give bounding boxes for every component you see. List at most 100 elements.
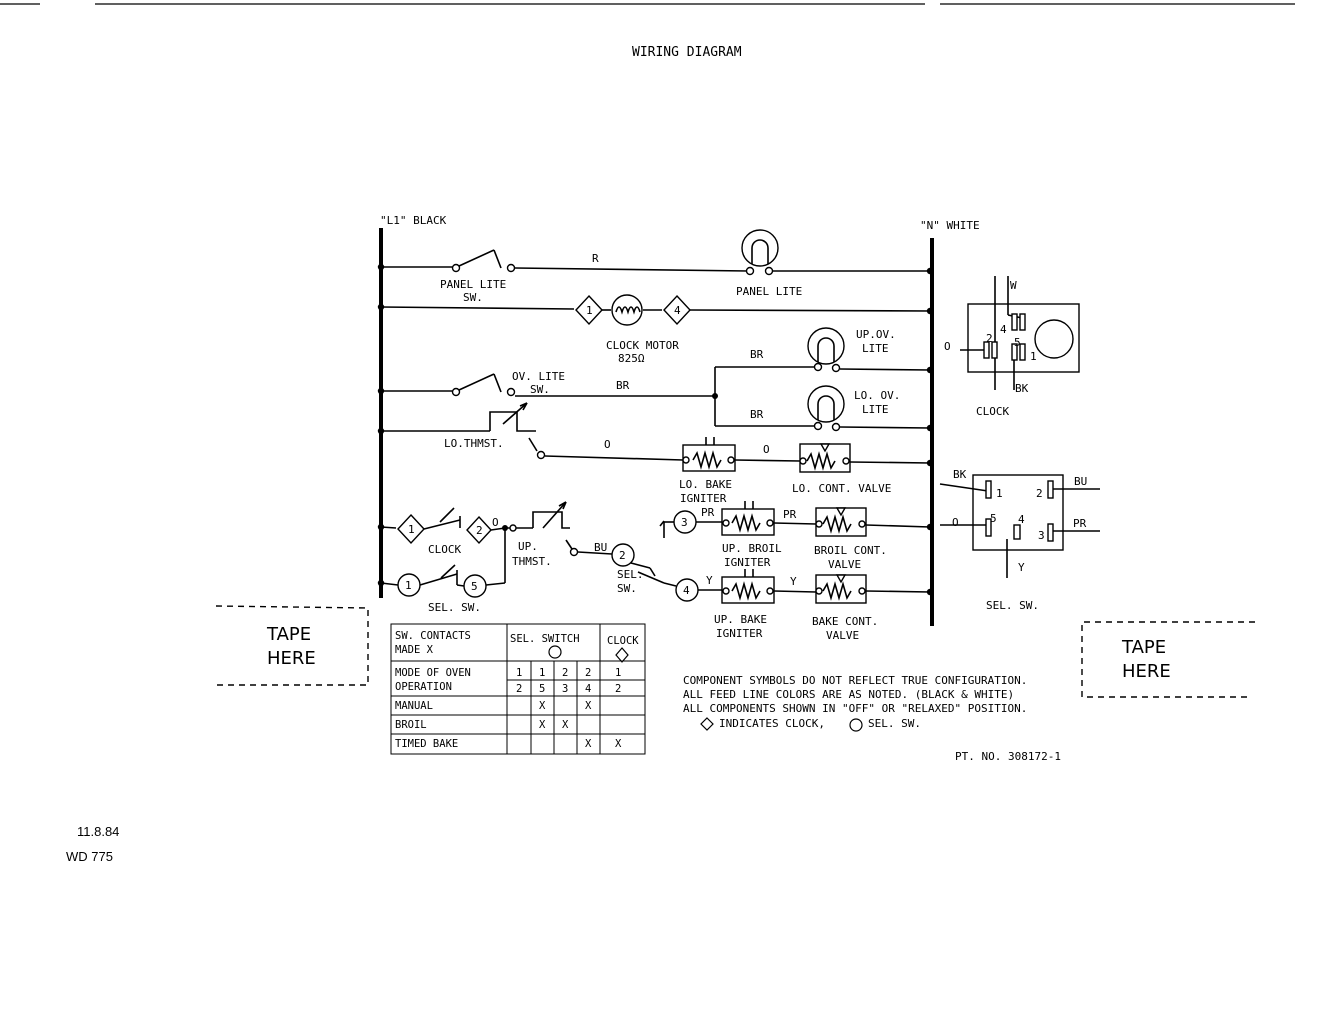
- svg-text:TAPE: TAPE: [266, 624, 311, 645]
- svg-text:4: 4: [585, 683, 591, 695]
- sel-sw-detail-label: SEL. SW.: [986, 599, 1039, 612]
- clock-terminal-4: [663, 294, 691, 326]
- lo-ov-lamp: [807, 385, 845, 432]
- ov-lite-sw-label-2: SW.: [530, 383, 550, 396]
- up-broil-igniter-symbol: [721, 501, 775, 536]
- sel-sw-label-lower: SEL. SW.: [428, 601, 481, 614]
- svg-text:5: 5: [1014, 336, 1021, 349]
- wire-o-label-1: O: [604, 438, 611, 451]
- ov-lite-sw-label: OV. LITE: [512, 370, 565, 383]
- svg-text:1: 1: [539, 667, 545, 679]
- svg-text:HERE: HERE: [1122, 661, 1171, 682]
- clock-contact-1: [397, 513, 425, 545]
- lo-bake-igniter-symbol: [682, 437, 736, 472]
- panel-lite-sw-label: PANEL LITE: [440, 278, 506, 291]
- svg-text:MANUAL: MANUAL: [395, 700, 433, 712]
- broil-cont-valve-label: BROIL CONT.: [814, 544, 887, 557]
- clock-motor-resistance: 825Ω: [618, 352, 645, 365]
- svg-text:X: X: [562, 719, 569, 731]
- sel-sw-circle-legend-icon: [849, 718, 863, 732]
- oven-lite-circuit: OV. LITE SW. BR BR BR UP.OV. LITE LO. OV…: [381, 327, 931, 432]
- wire-o-label-2: O: [763, 443, 770, 456]
- bake-cont-valve-label-2: VALVE: [826, 629, 859, 642]
- sel-sw-detail: BK BU O PR Y 1 2 5 4 3 SEL. SW.: [939, 468, 1100, 612]
- up-broil-igniter-label-2: IGNITER: [724, 556, 771, 569]
- svg-text:2: 2: [619, 549, 626, 562]
- table-row: BROIL X X: [395, 719, 569, 731]
- svg-text:X: X: [615, 738, 622, 750]
- sel-contact-5: [463, 574, 487, 598]
- l1-label: "L1" BLACK: [380, 214, 447, 227]
- up-bake-igniter-symbol: [721, 569, 775, 604]
- svg-text:2: 2: [562, 667, 568, 679]
- footer-date: 11.8.84: [77, 824, 119, 839]
- table-header-sel: SEL. SWITCH: [510, 633, 580, 645]
- svg-text:X: X: [585, 700, 592, 712]
- part-number: PT. NO. 308172-1: [955, 750, 1061, 763]
- tape-here-right: TAPE HERE: [1081, 621, 1255, 698]
- up-bake-igniter-label: UP. BAKE: [714, 613, 767, 626]
- lo-ov-lite-label: LO. OV.: [854, 389, 900, 402]
- wire-pr-label-2: PR: [783, 508, 797, 521]
- svg-text:2: 2: [986, 332, 993, 345]
- svg-text:BROIL: BROIL: [395, 719, 427, 731]
- lower-bake-circuit: LO.THMST. O O LO. BAKE IGNITER LO. CONT.…: [381, 402, 931, 505]
- svg-text:TAPE: TAPE: [1121, 637, 1166, 658]
- sel-wire-bu: BU: [1074, 475, 1087, 488]
- contact-table: SW. CONTACTS MADE X SEL. SWITCH CLOCK MO…: [390, 623, 646, 755]
- wire-br-label-1: BR: [616, 379, 630, 392]
- sel-wire-y: Y: [1018, 561, 1025, 574]
- up-bake-igniter-label-2: IGNITER: [716, 627, 763, 640]
- clock-detail-label: CLOCK: [976, 405, 1009, 418]
- svg-text:2: 2: [516, 683, 522, 695]
- lo-cont-valve-label: LO. CONT. VALVE: [792, 482, 891, 495]
- svg-text:X: X: [539, 700, 546, 712]
- sel-wire-bk: BK: [953, 468, 967, 481]
- clock-motor-label: CLOCK MOTOR: [606, 339, 679, 352]
- up-ov-lite-label-2: LITE: [862, 342, 889, 355]
- upper-oven-circuit: 1 2 O CLOCK UP. THMST. BU 1 5 SE: [380, 501, 931, 642]
- table-mode-label: MODE OF OVEN: [395, 667, 471, 679]
- clock-switch-label: CLOCK: [428, 543, 461, 556]
- sel-contact-2: [611, 543, 635, 567]
- note-5: SEL. SW.: [868, 717, 921, 730]
- tape-here-left: TAPE HERE: [215, 605, 369, 686]
- svg-text:1: 1: [1030, 350, 1037, 363]
- wire-pr-label-1: PR: [701, 506, 715, 519]
- table-row: TIMED BAKE X X: [395, 738, 622, 750]
- panel-lite-circuit: R PANEL LITE SW. PANEL LITE: [381, 229, 930, 304]
- svg-text:2: 2: [585, 667, 591, 679]
- sel-switch-circle-symbol: [548, 645, 562, 659]
- svg-text:1: 1: [586, 304, 593, 317]
- broil-cont-valve-label-2: VALVE: [828, 558, 861, 571]
- clock-terminal-1: [575, 294, 603, 326]
- svg-text:TIMED BAKE: TIMED BAKE: [395, 738, 458, 750]
- clock-wire-o: O: [944, 340, 951, 353]
- wire-o-label-3: O: [492, 516, 499, 529]
- clock-wire-w: W: [1010, 279, 1017, 292]
- bake-cont-valve-label: BAKE CONT.: [812, 615, 878, 628]
- svg-text:4: 4: [674, 304, 681, 317]
- svg-text:3: 3: [562, 683, 568, 695]
- table-header-left-2: MADE X: [395, 644, 434, 656]
- up-thmst-label-2: THMST.: [512, 555, 552, 568]
- diagram-title: WIRING DIAGRAM: [632, 45, 742, 60]
- svg-text:2: 2: [1036, 487, 1043, 500]
- clock-diamond-symbol: [615, 647, 629, 663]
- sel-sw-mid-label-2: SW.: [617, 582, 637, 595]
- svg-text:2: 2: [615, 683, 621, 695]
- up-ov-lite-label: UP.OV.: [856, 328, 896, 341]
- wire-y-label-2: Y: [790, 575, 797, 588]
- svg-text:4: 4: [683, 584, 690, 597]
- note-1: COMPONENT SYMBOLS DO NOT REFLECT TRUE CO…: [683, 674, 1027, 687]
- bake-cont-valve-symbol: [815, 574, 867, 604]
- sel-wire-pr: PR: [1073, 517, 1087, 530]
- svg-text:1: 1: [405, 579, 412, 592]
- svg-text:5: 5: [471, 580, 478, 593]
- footer-code: WD 775: [66, 849, 113, 864]
- svg-text:X: X: [585, 738, 592, 750]
- svg-text:5: 5: [539, 683, 545, 695]
- clock-motor-circuit: 1 4 CLOCK MOTOR 825Ω: [380, 294, 931, 365]
- wire-br-label-2: BR: [750, 348, 764, 361]
